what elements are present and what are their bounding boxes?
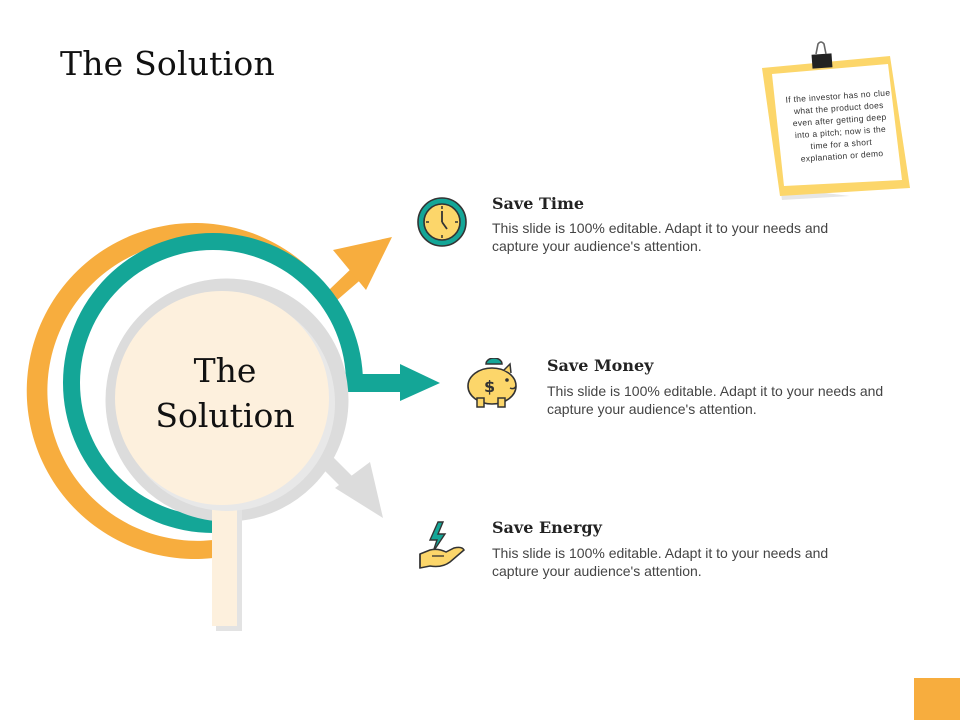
item-desc-save-time: This slide is 100% editable. Adapt it to… [492, 220, 829, 254]
teal-arrow-shaft [346, 374, 404, 392]
stem [212, 490, 237, 626]
piggy-bank-icon: $ [467, 358, 517, 408]
sticky-note [762, 41, 910, 200]
svg-text:$: $ [484, 377, 495, 396]
grey-arrow-head [335, 462, 383, 518]
item-desc-save-money: This slide is 100% editable. Adapt it to… [547, 383, 884, 417]
binder-clip-icon [811, 41, 833, 69]
center-circle [115, 291, 329, 505]
corner-accent [914, 678, 960, 720]
sticky-note-text: If the investor has no clue what the pro… [785, 87, 891, 164]
page-title: The Solution [60, 44, 275, 83]
energy-hand-icon [419, 521, 465, 569]
item-desc-save-energy: This slide is 100% editable. Adapt it to… [492, 545, 829, 579]
center-title-line1: The [193, 351, 257, 390]
teal-arrow-head [400, 364, 440, 401]
center-title-line2: Solution [155, 396, 295, 435]
item-title-save-money: Save Money [547, 356, 654, 375]
center-title: The Solution [120, 348, 330, 438]
item-title-save-energy: Save Energy [492, 518, 602, 537]
orange-arrow-head [333, 237, 392, 290]
item-title-save-time: Save Time [492, 194, 585, 213]
clock-icon [417, 197, 467, 247]
